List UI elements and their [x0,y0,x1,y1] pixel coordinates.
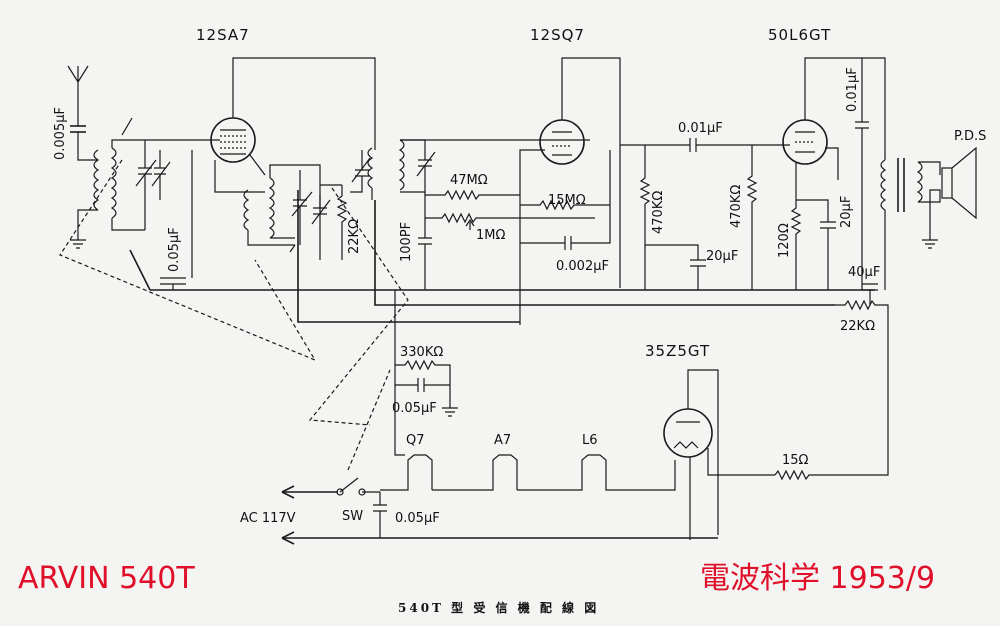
capacitor-100pf [418,192,432,290]
label-heater-l6: L6 [582,433,598,448]
resistor-22k-filter [810,299,889,476]
source-label: 電波科学 1953/9 [700,561,935,596]
antenna-capacitor [70,110,86,150]
volume-control-1m [425,212,595,230]
speaker [941,146,977,220]
label-c-001b: 0.01μF [845,67,860,112]
caption: 540T 型 受 信 機 配 線 図 [398,600,599,615]
label-c-ant: 0.005μF [53,107,68,160]
ground-bus [129,249,875,291]
resistor-15m [520,199,610,211]
label-c-20a: 20μF [706,249,738,264]
resistor-22k-osc [320,184,348,260]
label-c-100pf: 100PF [399,222,414,262]
ground-antenna [70,239,86,249]
capacitor-001-coupling [620,138,790,152]
label-c-0002: 0.002μF [556,259,609,274]
heater-string [380,454,676,491]
label-c-avc: 0.05μF [167,227,182,272]
antenna [67,65,89,110]
tube-35z5gt [663,369,775,540]
avc-network [394,290,458,456]
model-label: ARVIN 540T [18,561,195,596]
capacitor-20uf-filter [645,244,706,290]
label-c-40: 40μF [848,265,880,280]
label-tube-50l6gt: 50L6GT [768,26,831,44]
label-r-22k-filter: 22KΩ [840,319,875,334]
capacitor-avc [160,150,193,290]
output-transformer [880,158,941,290]
label-r-120: 120Ω [777,223,792,258]
label-r-15: 15Ω [782,453,809,468]
label-r-470k-a: 470KΩ [651,191,666,234]
label-ac: AC 117V [240,511,296,526]
label-r-22k-osc: 22KΩ [347,219,362,254]
label-r-330: 330KΩ [400,345,443,360]
capacitor-40uf [862,283,878,305]
gang-linkage [59,159,409,471]
power-switch [336,477,380,496]
label-r-1m: 1MΩ [476,228,505,243]
b-plus-bus [297,190,835,323]
tube-12sq7 [519,57,621,325]
label-tube-35z5gt: 35Z5GT [645,342,710,360]
tuning-capacitor-1 [135,139,220,230]
capacitor-001-plate [855,58,869,290]
label-c-005c: 0.05μF [395,511,440,526]
label-switch: SW [342,509,363,524]
ac-line [281,485,718,545]
label-c-005b: 0.05μF [392,401,437,416]
resistor-120 [790,200,802,290]
if-transformer [350,139,590,200]
oscillator-coil [243,164,331,260]
antenna-coil [77,117,145,240]
resistor-470k-grid [746,145,758,290]
capacitor-20uf-cathode [796,199,836,290]
resistor-15 [774,469,810,481]
resistor-470k-plate [639,145,651,290]
label-c-001a: 0.01μF [678,121,723,136]
label-c-20b: 20μF [839,196,854,228]
label-tube-12sa7: 12SA7 [196,26,250,44]
label-r-47m: 47MΩ [450,173,488,188]
tube-12sa7 [210,57,376,193]
capacitor-005-line [373,492,387,538]
label-tube-12sq7: 12SQ7 [530,26,585,44]
capacitor-0002 [520,150,611,250]
resistor-47m [425,189,520,201]
label-r-15m: 15MΩ [548,193,586,208]
label-r-470k-b: 470KΩ [729,185,744,228]
tube-50l6gt [782,57,886,200]
label-heater-q7: Q7 [406,433,425,448]
label-speaker: P.D.S [954,129,986,144]
label-heater-a7: A7 [494,433,511,448]
